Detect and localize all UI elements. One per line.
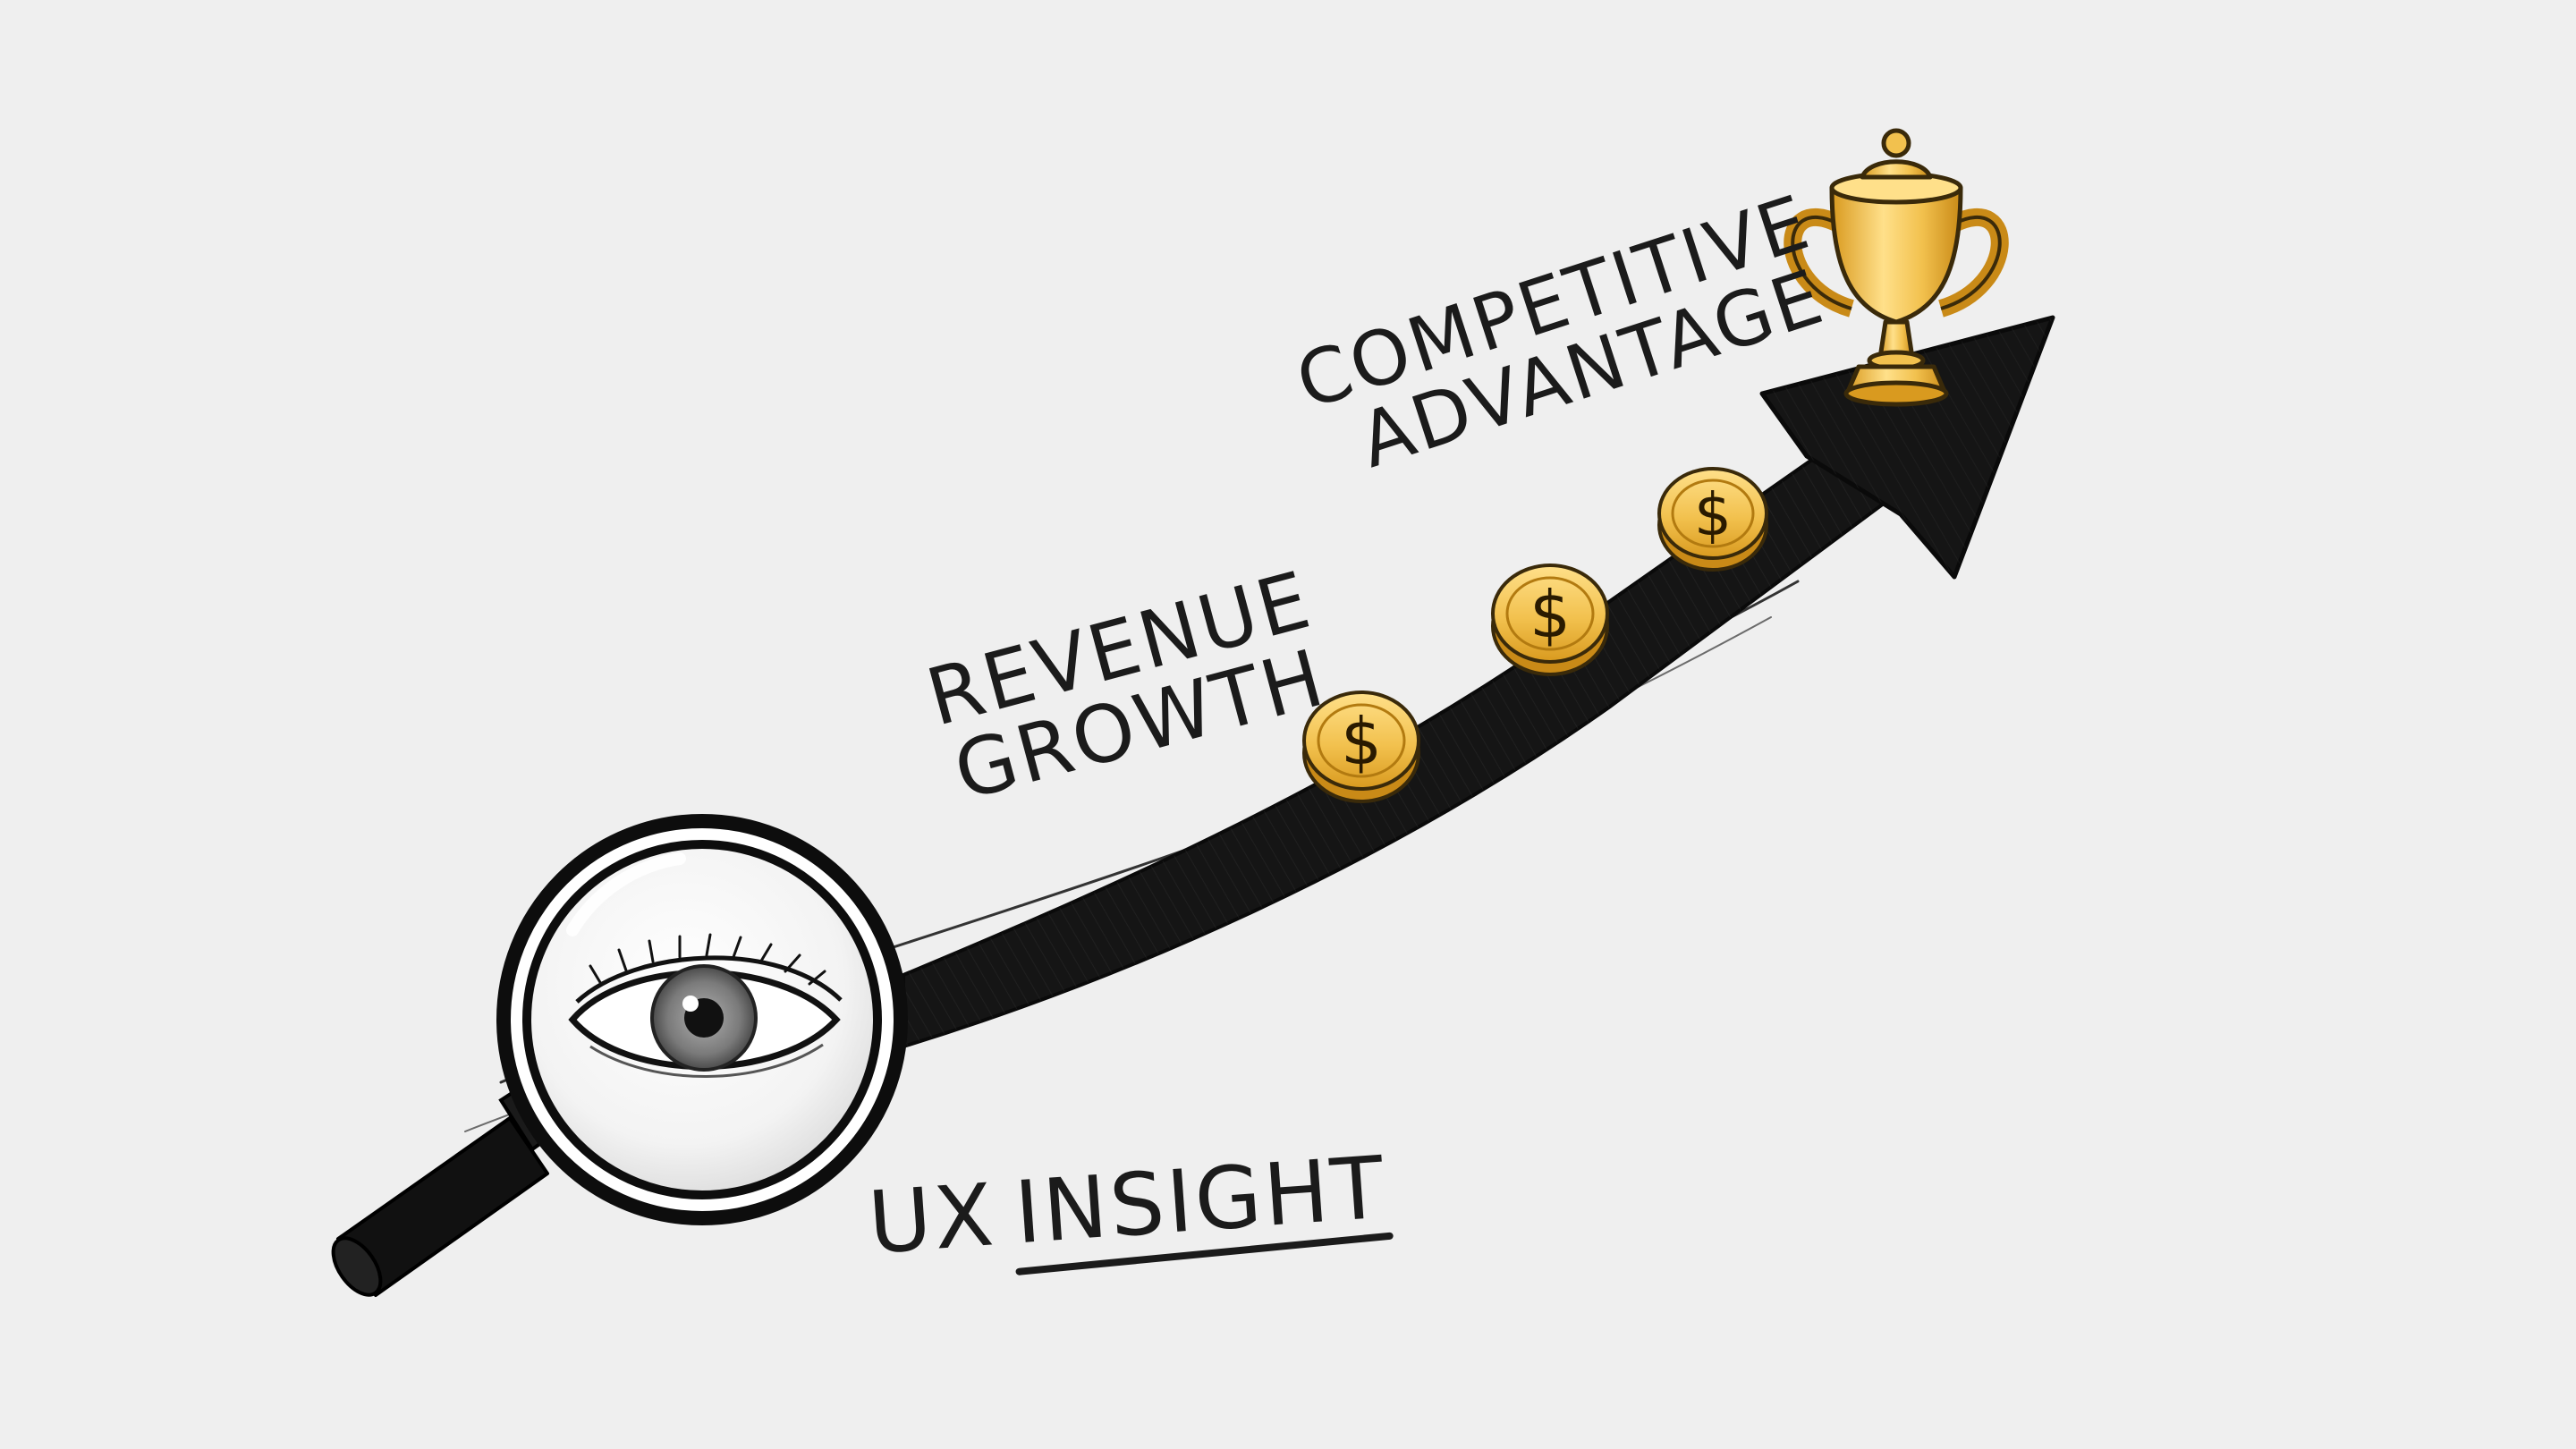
insight-word: INSIGHT: [1012, 1138, 1394, 1276]
coin-3-symbol: $: [1694, 480, 1732, 549]
coin-1-symbol: $: [1341, 704, 1382, 779]
trophy-icon: [1784, 128, 2009, 407]
coin-3: [1657, 467, 1768, 572]
coin-1: [1302, 691, 1420, 803]
magnifying-glass-icon: [331, 814, 908, 1297]
coin-2: [1491, 564, 1609, 676]
coin-2-symbol: $: [1530, 577, 1571, 652]
eye-icon: [568, 933, 843, 1078]
arrow-head-texture: [1762, 318, 2053, 577]
ux-word: UX: [865, 1165, 999, 1274]
